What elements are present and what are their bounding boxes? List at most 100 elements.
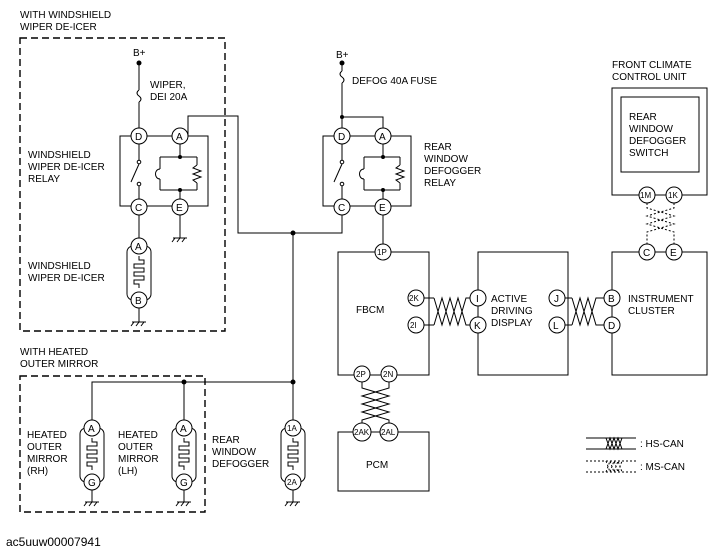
mirror-rh-label-2: OUTER: [27, 442, 62, 453]
wiper-deicer-relay: [119, 135, 209, 207]
pin-label-c: C: [643, 248, 650, 259]
pin-label-e: E: [176, 203, 183, 214]
wiper-fuse-label-1: WIPER,: [150, 80, 186, 91]
ground-symbol: [171, 237, 187, 243]
legend-ms-can: [586, 459, 636, 474]
defog-fuse-label: DEFOG 40A FUSE: [352, 76, 437, 87]
legend-hs-can: : HS-CAN: [586, 436, 684, 451]
wiper-fuse-label-2: DEI 20A: [150, 92, 188, 103]
cluster-label-2: CLUSTER: [628, 306, 675, 317]
pin-label-a: A: [135, 242, 142, 253]
instrument-cluster: [611, 251, 708, 376]
mirror-rh-label-4: (RH): [27, 466, 48, 477]
pin-label-e: E: [379, 203, 386, 214]
active-driving-display: [477, 251, 569, 376]
mirror-lh-label-2: OUTER: [118, 442, 153, 453]
wiper-relay-label-1: WINDSHIELD: [28, 150, 91, 161]
mirror-rh-label-3: MIRROR: [27, 454, 68, 465]
mirror-group-label-2: OUTER MIRROR: [20, 359, 98, 370]
legend-ms-label: : MS-CAN: [640, 462, 685, 473]
pin-label-a: A: [379, 132, 386, 143]
climate-unit-label-1: FRONT CLIMATE: [612, 60, 692, 71]
rear-window-defogger-switch: [620, 96, 700, 173]
deicer-pin-a: [130, 237, 148, 255]
pcm-label: PCM: [366, 460, 388, 471]
pin-label-c: C: [135, 203, 142, 214]
defog-relay-pin-a: [374, 127, 392, 145]
ground-symbol: [175, 501, 191, 507]
wiper-relay-coil: [191, 164, 203, 184]
ground-symbol: [83, 501, 99, 507]
pin-label-g: G: [180, 478, 188, 489]
hs-can-fbcm-pcm: [360, 382, 391, 423]
pin-label-b: B: [608, 294, 615, 305]
figure-caption: ac5uuw00007941: [6, 535, 101, 549]
wiper-relay-diode: [155, 168, 161, 180]
mirror-lh-label-4: (LH): [118, 466, 137, 477]
fbcm-label: FBCM: [356, 305, 384, 316]
wiper-fuse-symbol: [136, 89, 142, 103]
mirror-group-label-1: WITH HEATED: [20, 347, 88, 358]
defog-relay-diode: [359, 168, 365, 180]
rear-window-defogger-relay: [322, 135, 412, 207]
switch-label-2: WINDOW: [629, 124, 673, 135]
pin-label-1a: 1A: [287, 424, 297, 433]
mirror-lh-pin-a: [175, 419, 193, 437]
pin-label-j: J: [554, 294, 559, 305]
defog-fuse-symbol: [339, 70, 345, 84]
pin-label-a: A: [88, 424, 95, 435]
pin-label-i: I: [476, 294, 479, 305]
pin-label-2n: 2N: [383, 370, 393, 379]
pin-label-e: E: [670, 248, 677, 259]
pin-label-g: G: [88, 478, 96, 489]
deicer-group-label-1: WITH WINDSHIELD: [20, 10, 111, 21]
pin-label-2a: 2A: [287, 478, 297, 487]
pin-label-l: L: [553, 321, 559, 332]
mirror-rh-label-1: HEATED: [27, 430, 67, 441]
wiper-relay-label-2: WIPER DE-ICER: [28, 162, 105, 173]
defog-relay-coil: [394, 164, 406, 184]
fbcm-module: [337, 251, 430, 376]
add-label-3: DISPLAY: [491, 318, 533, 329]
wiper-relay-switch: [130, 163, 140, 183]
add-label-1: ACTIVE: [491, 294, 527, 305]
pin-label-d: D: [135, 132, 142, 143]
mirror-rh-pin-a: [83, 419, 101, 437]
defogger-label-1: REAR: [212, 435, 240, 446]
defogger-element: [287, 438, 299, 470]
pin-label-1m: 1M: [640, 191, 651, 200]
defogger-label-2: WINDOW: [212, 447, 256, 458]
hs-can-add-cluster: [565, 296, 604, 327]
pin-label-d: D: [338, 132, 345, 143]
switch-label-4: SWITCH: [629, 148, 668, 159]
wiper-relay-pin-d: [130, 127, 148, 145]
deicer-element-symbol: [133, 256, 145, 288]
ground-symbol: [130, 321, 146, 327]
switch-label-1: REAR: [629, 112, 657, 123]
mirror-lh-label-3: MIRROR: [118, 454, 159, 465]
pin-label-2ak: 2AK: [354, 428, 370, 437]
pcm-module: [337, 431, 430, 492]
pin-label-2al: 2AL: [381, 428, 396, 437]
pin-label-2i: 2I: [410, 321, 417, 330]
pin-label-2k: 2K: [409, 294, 419, 303]
switch-label-3: DEFOGGER: [629, 136, 686, 147]
deicer-group-boundary: [19, 37, 226, 332]
pin-label-a: A: [176, 132, 183, 143]
fbcm-pin-1p: [374, 243, 392, 261]
pin-label-1p: 1P: [377, 248, 387, 257]
ground-symbol: [284, 501, 300, 507]
cluster-label-1: INSTRUMENT: [628, 294, 694, 305]
ms-can-climate-cluster: [645, 203, 676, 244]
defogger-pin-1a: [284, 419, 302, 437]
defog-relay-switch: [333, 163, 343, 183]
mirror-rh-element: [86, 438, 98, 470]
pin-label-1k: 1K: [668, 191, 678, 200]
defog-bplus-label: B+: [336, 50, 349, 61]
deicer-label-2: WIPER DE-ICER: [28, 273, 105, 284]
defog-relay-label-1: REAR: [424, 142, 452, 153]
defog-relay-label-2: WINDOW: [424, 154, 468, 165]
pin-label-c: C: [338, 203, 345, 214]
deicer-label-1: WINDSHIELD: [28, 261, 91, 272]
deicer-group-label-2: WIPER DE-ICER: [20, 22, 97, 33]
